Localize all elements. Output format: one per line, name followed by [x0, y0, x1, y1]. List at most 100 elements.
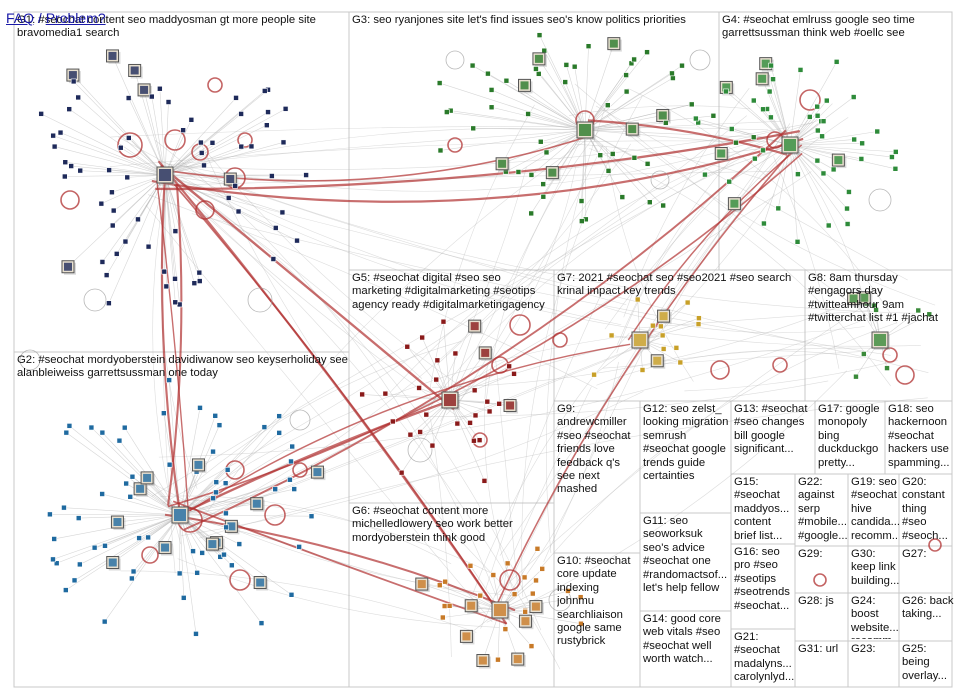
node-2-61[interactable] — [223, 524, 229, 531]
node-5-7[interactable] — [481, 478, 488, 484]
node-2-34[interactable] — [213, 479, 220, 485]
node-3-27[interactable] — [609, 151, 616, 157]
node-7-7[interactable] — [658, 323, 664, 330]
node-3-47[interactable] — [503, 77, 510, 84]
node-3-49[interactable] — [663, 120, 669, 126]
node-3-11[interactable] — [623, 72, 629, 78]
node-5-9[interactable] — [434, 357, 441, 364]
node-4-27[interactable] — [850, 94, 857, 100]
node-2-26[interactable] — [194, 570, 200, 576]
node-1-63[interactable] — [232, 183, 238, 189]
node-6-19[interactable] — [467, 562, 474, 569]
node-4-30[interactable] — [814, 157, 821, 164]
node-2-49[interactable] — [71, 577, 78, 584]
node-2-64[interactable] — [66, 423, 73, 429]
node-2-43[interactable] — [197, 405, 203, 411]
node-1-8[interactable] — [264, 122, 270, 128]
node-1-0[interactable] — [303, 172, 309, 178]
node-4-7[interactable] — [819, 133, 825, 140]
node-6-20[interactable] — [511, 591, 518, 597]
node-6-3[interactable] — [504, 560, 511, 567]
node-5-13[interactable] — [472, 412, 479, 419]
node-4-24[interactable] — [795, 171, 801, 177]
node-1-37[interactable] — [172, 299, 179, 306]
node-7-8[interactable] — [591, 371, 597, 378]
node-4-12[interactable] — [830, 166, 837, 173]
node-3-40[interactable] — [444, 109, 450, 115]
node-8-6[interactable] — [884, 365, 890, 371]
node-3-45[interactable] — [536, 32, 543, 38]
node-7-14[interactable] — [695, 321, 702, 327]
node-2-41[interactable] — [229, 562, 235, 569]
node-7-9[interactable] — [659, 332, 666, 339]
node-5-24[interactable] — [404, 343, 411, 350]
node-3-26[interactable] — [528, 172, 535, 178]
node-3-33[interactable] — [585, 43, 592, 49]
node-4-40[interactable] — [770, 76, 776, 82]
node-1-61[interactable] — [62, 159, 69, 166]
node-4-29[interactable] — [760, 147, 766, 154]
node-2-24[interactable] — [101, 618, 108, 625]
node-5-5[interactable] — [467, 420, 473, 426]
node-3-32[interactable] — [619, 194, 626, 200]
node-4-36[interactable] — [726, 178, 733, 185]
node-2-4[interactable] — [180, 595, 187, 601]
node-1-39[interactable] — [124, 174, 131, 181]
node-8-0[interactable] — [926, 311, 933, 318]
node-4-9[interactable] — [775, 205, 782, 212]
node-1-53[interactable] — [75, 94, 81, 101]
node-3-46[interactable] — [533, 66, 539, 72]
node-1-3[interactable] — [51, 143, 58, 150]
node-3-28[interactable] — [543, 149, 550, 156]
node-6-27[interactable] — [495, 656, 501, 663]
node-2-11[interactable] — [116, 437, 123, 444]
node-1-54[interactable] — [148, 93, 155, 100]
node-1-15[interactable] — [77, 167, 84, 174]
node-4-39[interactable] — [794, 239, 801, 245]
node-4-41[interactable] — [820, 118, 827, 124]
node-1-58[interactable] — [62, 173, 68, 180]
faq-link[interactable]: FAQ — [6, 10, 35, 26]
node-3-59[interactable] — [437, 147, 444, 154]
node-2-27[interactable] — [288, 591, 295, 598]
node-2-51[interactable] — [47, 511, 53, 518]
node-1-2[interactable] — [103, 272, 110, 278]
node-3-16[interactable] — [488, 104, 495, 111]
node-1-67[interactable] — [282, 106, 289, 112]
node-1-23[interactable] — [68, 163, 74, 169]
node-2-12[interactable] — [223, 510, 229, 517]
node-1-69[interactable] — [66, 106, 73, 112]
node-5-6[interactable] — [486, 408, 493, 415]
node-3-0[interactable] — [750, 134, 757, 141]
node-4-33[interactable] — [768, 62, 774, 69]
node-3-6[interactable] — [535, 71, 542, 77]
node-1-19[interactable] — [145, 243, 152, 250]
node-4-46[interactable] — [893, 149, 899, 155]
node-3-25[interactable] — [670, 75, 676, 81]
node-1-24[interactable] — [238, 143, 245, 150]
node-3-36[interactable] — [436, 80, 443, 86]
node-2-16[interactable] — [53, 560, 60, 567]
node-6-8[interactable] — [436, 582, 443, 589]
node-6-0[interactable] — [441, 603, 448, 609]
node-7-0[interactable] — [673, 345, 680, 351]
node-3-56[interactable] — [515, 169, 522, 175]
node-7-2[interactable] — [639, 367, 646, 373]
node-2-14[interactable] — [136, 535, 142, 541]
node-5-18[interactable] — [359, 391, 365, 398]
node-6-15[interactable] — [490, 572, 497, 578]
node-1-16[interactable] — [198, 150, 205, 156]
node-6-12[interactable] — [477, 592, 484, 599]
node-1-10[interactable] — [109, 222, 116, 229]
node-1-50[interactable] — [163, 283, 170, 290]
node-6-10[interactable] — [577, 594, 584, 600]
node-2-67[interactable] — [161, 410, 167, 417]
node-1-20[interactable] — [113, 251, 120, 257]
node-3-34[interactable] — [669, 70, 675, 77]
node-2-22[interactable] — [91, 544, 98, 551]
node-5-23[interactable] — [476, 437, 483, 443]
node-2-65[interactable] — [291, 486, 298, 492]
node-1-22[interactable] — [233, 95, 239, 101]
node-6-11[interactable] — [565, 588, 571, 594]
node-3-12[interactable] — [604, 102, 611, 108]
